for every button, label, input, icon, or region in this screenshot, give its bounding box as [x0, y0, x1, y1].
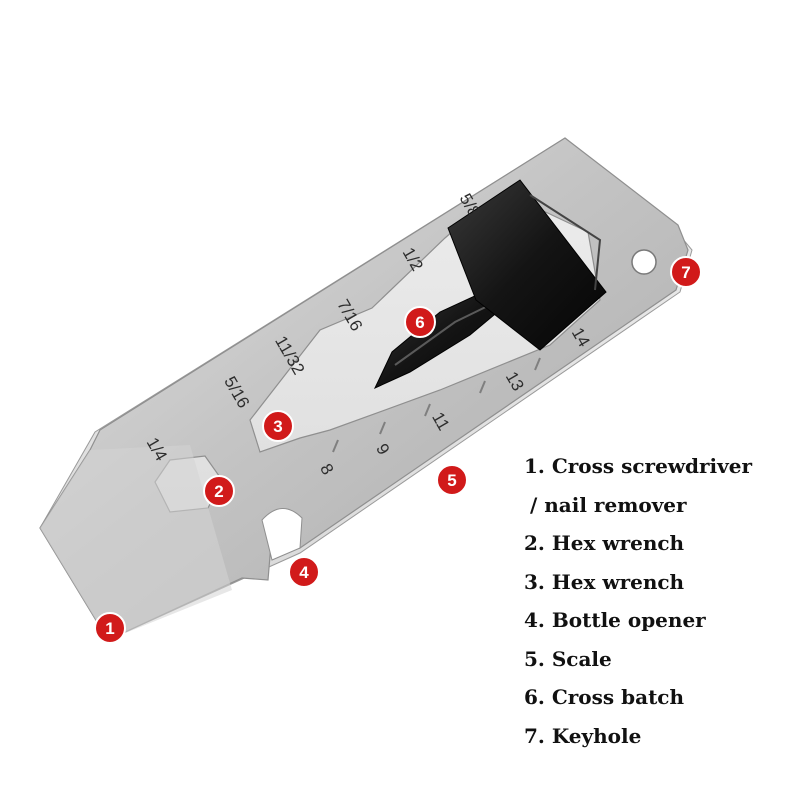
marker-number: 5 — [447, 471, 456, 490]
marker-circle — [94, 612, 126, 644]
legend-item: 2. Hex wrench — [524, 531, 685, 555]
legend-item: / nail remover — [530, 492, 687, 517]
marker-circle — [288, 556, 320, 588]
numbered-markers: 1 2 3 4 5 6 7 — [94, 256, 702, 644]
legend-item: 5. Scale — [524, 646, 612, 671]
marker-circle — [262, 410, 294, 442]
marker-6: 6 — [404, 306, 436, 338]
marker-number: 3 — [273, 417, 282, 436]
marker-7: 7 — [670, 256, 702, 288]
keyhole — [631, 249, 657, 275]
bottle-opener-notch — [261, 508, 303, 561]
legend-item: 7. Keyhole — [524, 723, 642, 748]
marker-number: 2 — [214, 482, 223, 501]
marker-4: 4 — [288, 556, 320, 588]
marker-circle — [670, 256, 702, 288]
marker-1: 1 — [94, 612, 126, 644]
legend-item: 3. Hex wrench — [524, 569, 685, 594]
legend-item: 6. Cross batch — [524, 685, 685, 709]
marker-number: 4 — [299, 563, 309, 582]
feature-legend: 1. Cross screwdriver / nail remover 2. H… — [524, 450, 794, 758]
scale-notches — [332, 357, 541, 453]
marker-5: 5 — [436, 464, 468, 496]
marker-3: 3 — [262, 410, 294, 442]
marker-circle — [203, 475, 235, 507]
marker-circle — [404, 306, 436, 338]
legend-item: 1. Cross screwdriver — [524, 454, 753, 478]
marker-number: 7 — [681, 263, 690, 282]
cross-bit — [373, 179, 607, 390]
legend-item: 4. Bottle opener — [524, 608, 706, 632]
chisel-tip — [40, 445, 232, 640]
marker-number: 6 — [415, 313, 424, 332]
marker-circle — [436, 464, 468, 496]
marker-number: 1 — [105, 619, 114, 638]
marker-2: 2 — [203, 475, 235, 507]
